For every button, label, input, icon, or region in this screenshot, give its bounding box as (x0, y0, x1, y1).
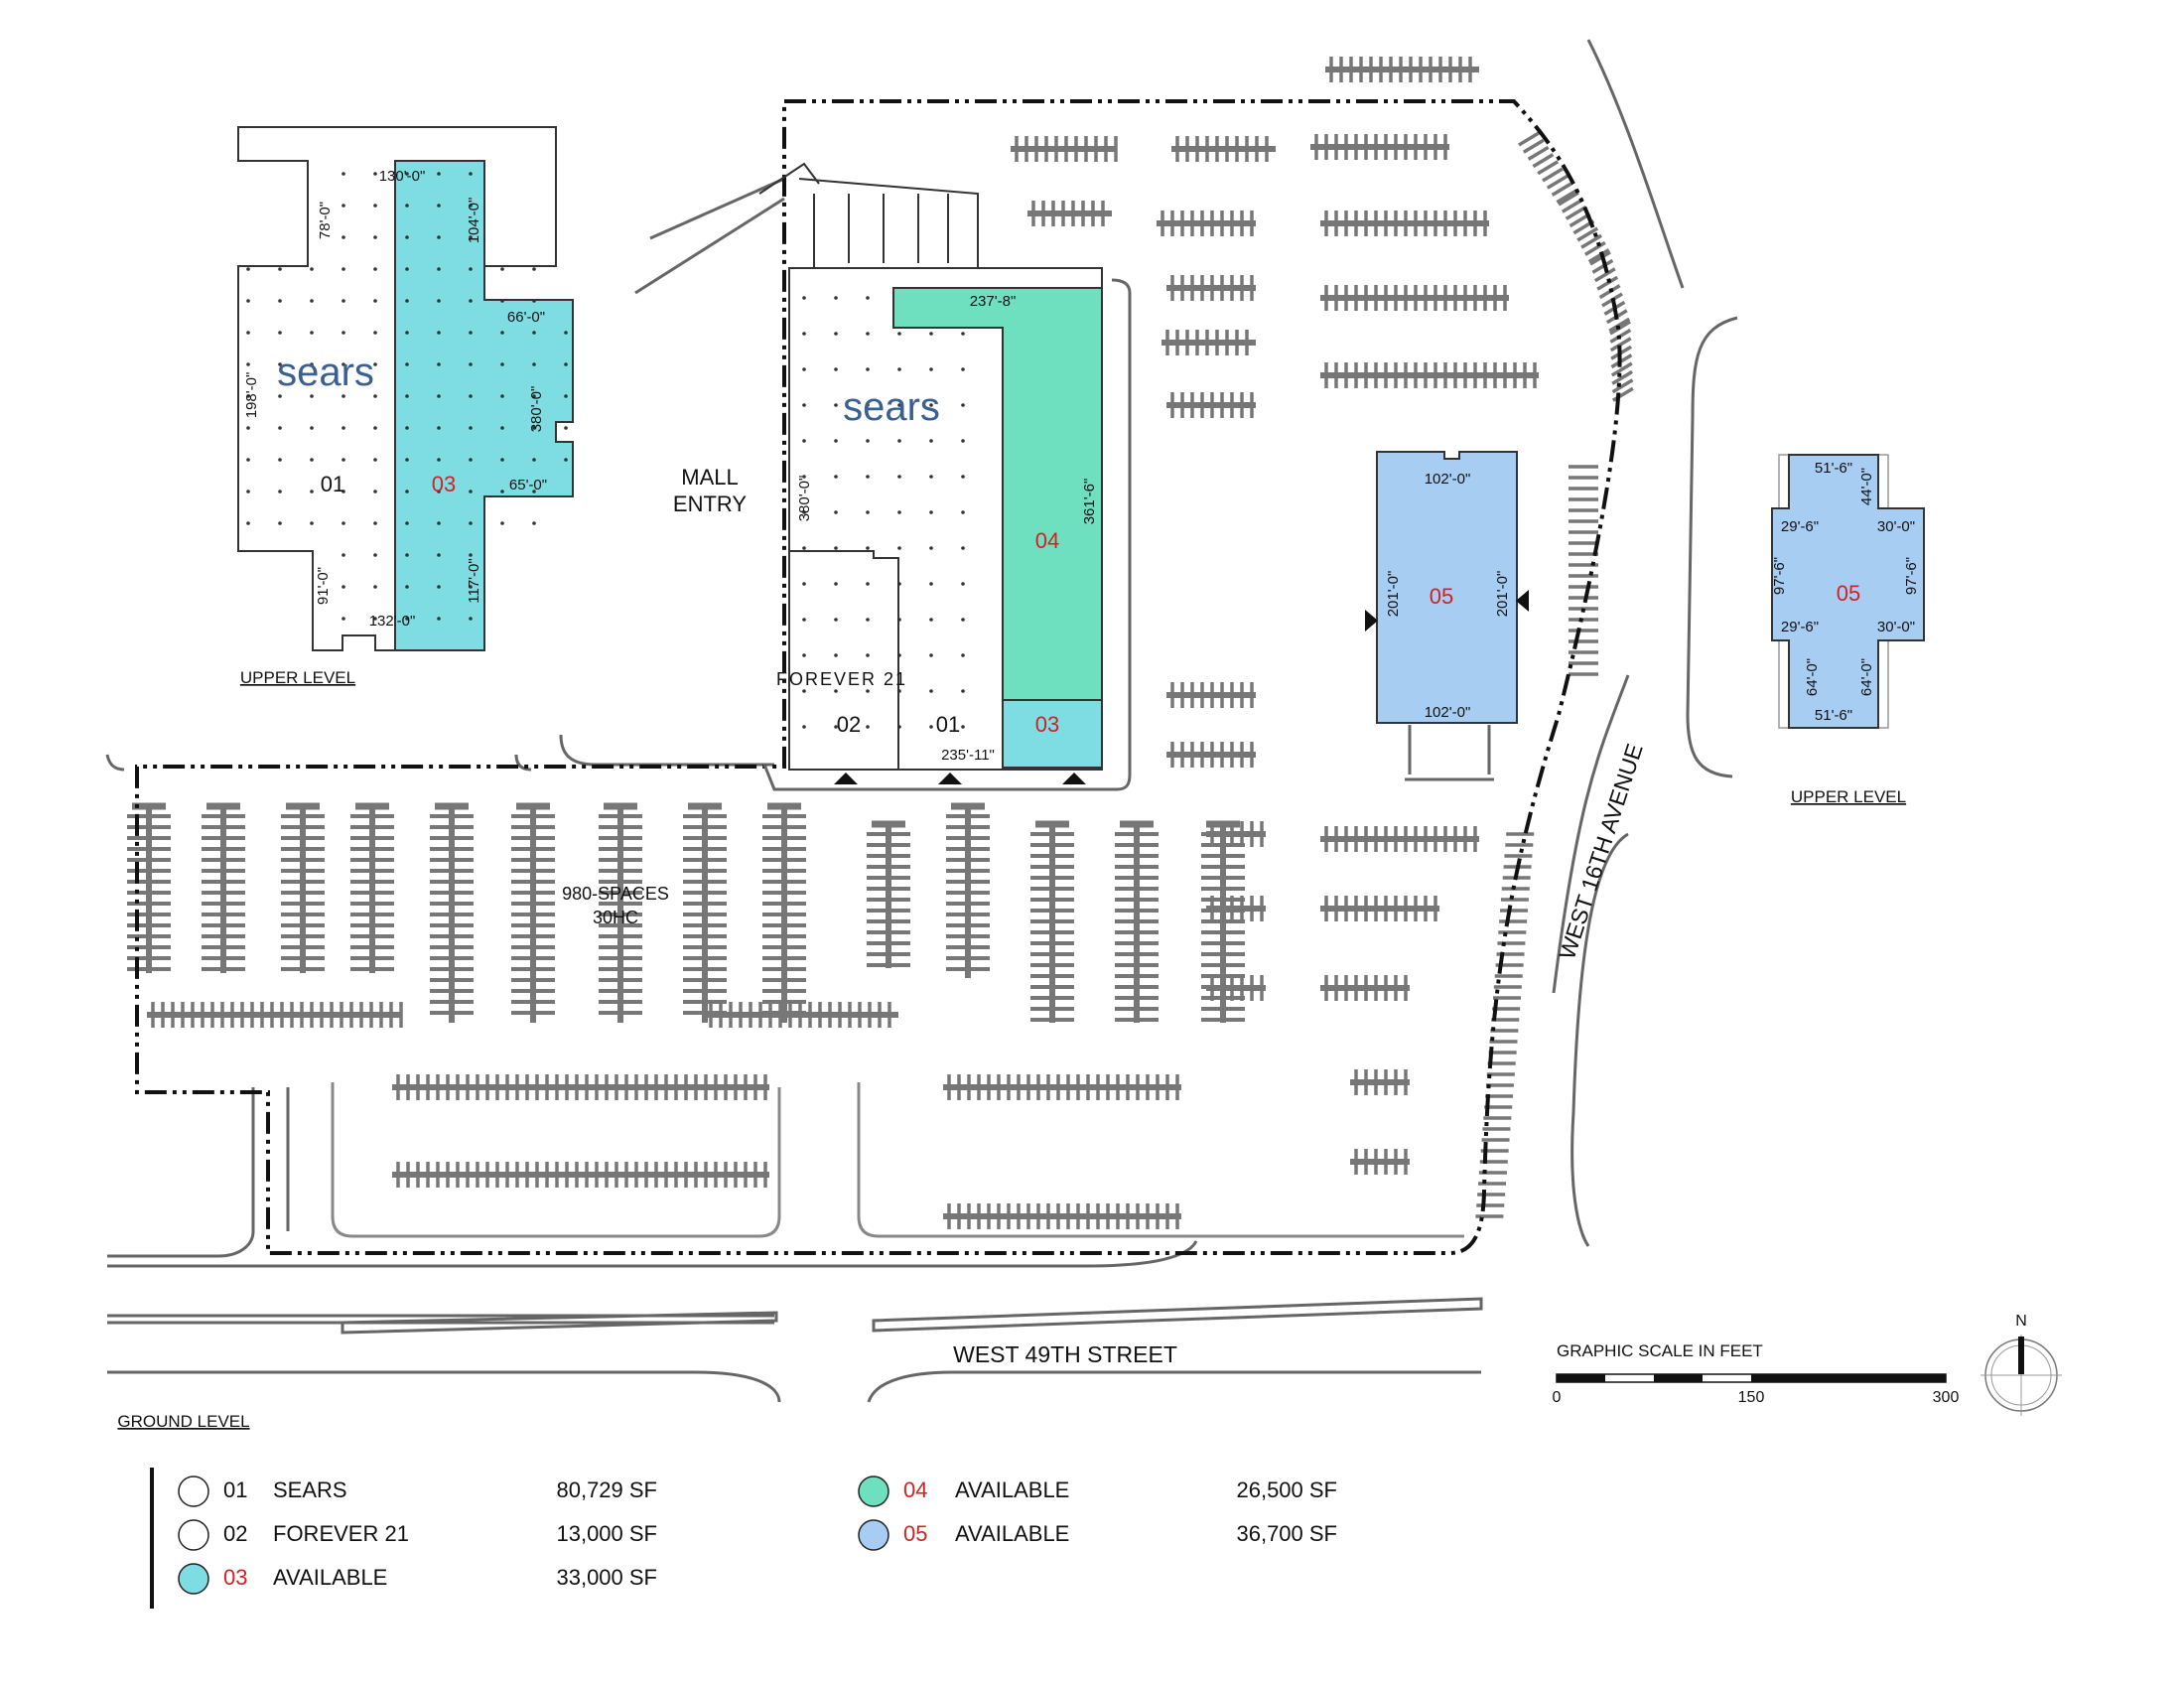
legend-area: 36,700 SF (1236, 1521, 1337, 1546)
entrance-marker (1365, 610, 1378, 632)
legend-number: 01 (223, 1477, 247, 1502)
legend-name: FOREVER 21 (273, 1521, 409, 1546)
legend-number: 05 (903, 1521, 927, 1546)
legend-area: 13,000 SF (556, 1521, 657, 1546)
unit-number: 05 (1837, 581, 1860, 606)
column-grid (246, 172, 568, 621)
dimension-label: 29'-6" (1781, 619, 1819, 635)
dimension-label: 235'-11" (941, 747, 995, 764)
unit-number: 01 (936, 712, 960, 737)
scale-tick: 0 (1553, 1389, 1562, 1406)
unit-number: 01 (321, 472, 344, 496)
north-label: N (2015, 1313, 2027, 1330)
dimension-label: 78'-0" (317, 202, 334, 239)
dimension-label: 380'-0" (796, 476, 813, 522)
unit-number: 05 (1430, 584, 1453, 609)
dimension-label: 91'-0" (315, 567, 332, 605)
upper-level-right-plan (1771, 454, 1925, 729)
level-label: GROUND LEVEL (117, 1412, 249, 1431)
dimension-label: 30'-0" (1877, 619, 1915, 635)
dimension-label: 102'-0" (1425, 471, 1471, 488)
dimension-label: 380'-0" (528, 386, 545, 433)
mall-entry-label: MALL (681, 465, 738, 490)
dimension-label: 130'-0" (379, 168, 426, 185)
level-label: UPPER LEVEL (240, 668, 355, 687)
scale-tick: 300 (1933, 1389, 1960, 1406)
entrance-marker (1062, 773, 1086, 784)
graphic-scale: GRAPHIC SCALE IN FEET 0 150 300 (1553, 1341, 1960, 1406)
dimension-label: 237'-8" (970, 293, 1017, 310)
legend-number: 04 (903, 1477, 927, 1502)
scale-title: GRAPHIC SCALE IN FEET (1557, 1341, 1763, 1360)
legend-area: 33,000 SF (556, 1565, 657, 1590)
dimension-label: 30'-0" (1877, 518, 1915, 535)
legend-swatch (858, 1519, 889, 1551)
unit-number: 03 (1035, 712, 1059, 737)
sears-logo: sears (277, 351, 374, 394)
property-boundary (135, 99, 1622, 1255)
dimension-label: 201'-0" (1494, 571, 1511, 618)
parking-count: 980-SPACES (562, 884, 669, 904)
dimension-label: 51'-6" (1815, 707, 1852, 724)
legend-name: SEARS (273, 1477, 347, 1502)
dimension-label: 44'-0" (1858, 468, 1875, 505)
dimension-label: 201'-0" (1385, 571, 1402, 618)
dimension-label: 132'-0" (369, 613, 416, 630)
dimension-label: 51'-6" (1815, 460, 1852, 477)
north-arrow-icon: N (1980, 1313, 2062, 1416)
dimension-label: 117'-0" (466, 558, 482, 603)
dimension-label: 361'-6" (1081, 479, 1098, 525)
dimension-label: 65'-0" (509, 477, 547, 493)
legend-name: AVAILABLE (273, 1565, 387, 1590)
dimension-label: 66'-0" (507, 309, 545, 326)
dimension-label: 64'-0" (1804, 658, 1821, 696)
legend-name: AVAILABLE (955, 1521, 1069, 1546)
mall-entry-label: ENTRY (673, 492, 747, 516)
level-label: UPPER LEVEL (1791, 787, 1906, 806)
entrance-marker (938, 773, 962, 784)
dimension-label: 102'-0" (1425, 704, 1471, 721)
ground-level-building (758, 162, 1132, 791)
forever21-logo: FOREVER 21 (776, 669, 907, 689)
unit-number: 02 (837, 712, 861, 737)
unit-number: 03 (432, 472, 456, 496)
legend: 01 SEARS 80,729 SF 02 FOREVER 21 13,000 SF 03 A… (150, 1468, 1337, 1609)
roads (105, 39, 1738, 1403)
dimension-label: 97'-6" (1903, 557, 1920, 595)
street-label: WEST 49TH STREET (953, 1341, 1177, 1367)
outparcel-05-ground (1365, 451, 1529, 781)
legend-swatch (178, 1476, 209, 1507)
legend-area: 26,500 SF (1236, 1477, 1337, 1502)
dimension-label: 97'-6" (1771, 557, 1788, 595)
sears-logo: sears (843, 385, 940, 429)
scale-tick: 150 (1738, 1389, 1765, 1406)
legend-swatch (178, 1563, 209, 1595)
legend-name: AVAILABLE (955, 1477, 1069, 1502)
dimension-label: 198'-0" (243, 372, 260, 419)
upper-level-left-plan (237, 126, 574, 651)
entrance-marker (1516, 590, 1529, 612)
dimension-label: 64'-0" (1858, 658, 1875, 696)
parking-areas (127, 57, 1634, 1238)
entrance-marker (834, 773, 858, 784)
dimension-label: 104'-0" (466, 198, 482, 244)
legend-swatch (858, 1476, 889, 1507)
legend-number: 02 (223, 1521, 247, 1546)
legend-area: 80,729 SF (556, 1477, 657, 1502)
parking-count: 30HC (593, 908, 638, 927)
street-label: WEST 16TH AVENUE (1554, 741, 1648, 963)
unit-number: 04 (1035, 528, 1059, 553)
legend-swatch (178, 1519, 209, 1551)
column-grid (802, 296, 965, 729)
dimension-label: 29'-6" (1781, 518, 1819, 535)
legend-number: 03 (223, 1565, 247, 1590)
